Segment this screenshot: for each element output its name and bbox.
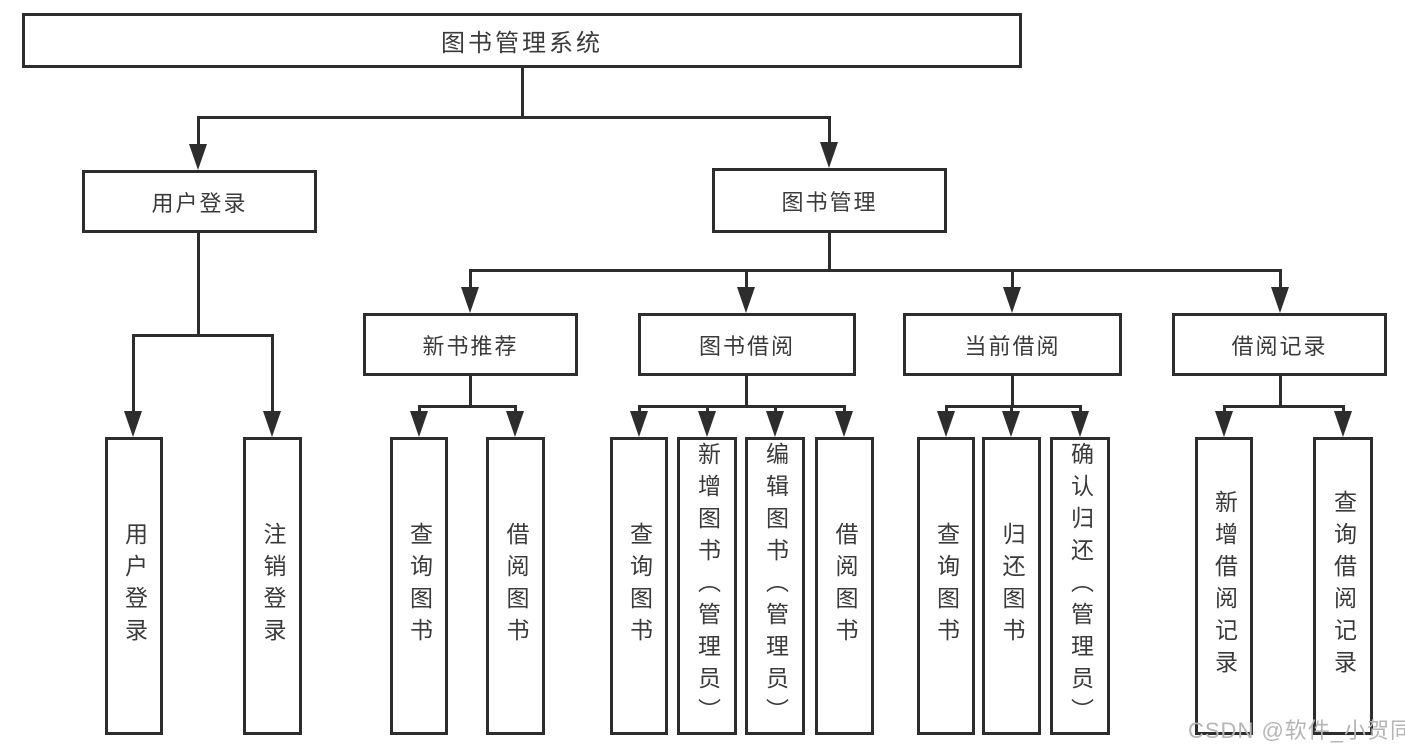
connector-line <box>827 233 831 272</box>
connector-line <box>744 269 748 292</box>
arrow-down-icon <box>1271 287 1289 313</box>
node-label: 新增图书（管理员） <box>694 442 721 730</box>
connector-line <box>196 233 200 337</box>
node-label: 借阅图书 <box>832 522 858 650</box>
connector-line <box>638 404 845 408</box>
node-label: 注销登录 <box>260 522 286 650</box>
node-leaf-user-login: 用户登录 <box>105 437 163 735</box>
node-leaf-add-borrow-record: 新增借阅记录 <box>1195 437 1253 735</box>
node-label: 当前借阅 <box>964 333 1061 359</box>
arrow-down-icon <box>461 287 479 313</box>
node-book-management: 图书管理 <box>712 168 947 233</box>
node-leaf-edit-books-admin: 编辑图书（管理员） <box>745 437 805 735</box>
node-leaf-add-books-admin: 新增图书（管理员） <box>677 437 737 735</box>
node-label: 图书借阅 <box>698 333 795 359</box>
arrow-down-icon <box>1334 411 1352 437</box>
arrow-down-icon <box>189 144 207 170</box>
connector-line <box>1010 376 1014 407</box>
node-label: 图书管理系统 <box>441 30 603 57</box>
node-leaf-confirm-return-admin: 确认归还（管理员） <box>1050 437 1110 735</box>
connector-line <box>417 405 421 416</box>
connector-line <box>418 404 516 408</box>
node-leaf-query-books-current: 查询图书 <box>917 437 975 735</box>
connector-line <box>827 116 831 148</box>
node-leaf-return-books: 归还图书 <box>982 437 1041 735</box>
connector-line <box>131 334 135 416</box>
arrow-down-icon <box>820 142 838 168</box>
arrow-down-icon <box>1215 411 1233 437</box>
arrow-down-icon <box>410 411 428 437</box>
arrow-down-icon <box>698 411 716 437</box>
node-label: 新书推荐 <box>422 333 519 359</box>
node-leaf-borrow-books: 借阅图书 <box>815 437 874 735</box>
arrow-down-icon <box>263 411 281 437</box>
connector-line <box>270 334 274 416</box>
node-label: 用户登录 <box>121 522 148 650</box>
connector-line <box>744 376 748 407</box>
connector-line <box>513 405 517 416</box>
node-label: 图书管理 <box>781 189 878 215</box>
node-user-login: 用户登录 <box>82 170 317 233</box>
node-label: 归还图书 <box>999 522 1025 650</box>
node-leaf-logout: 注销登录 <box>243 437 302 735</box>
arrow-down-icon <box>506 411 524 437</box>
connector-line <box>944 405 948 416</box>
arrow-down-icon <box>937 411 955 437</box>
node-label: 新增借阅记录 <box>1211 490 1238 682</box>
node-new-book-recommendation: 新书推荐 <box>363 313 578 376</box>
node-label: 查询借阅记录 <box>1330 490 1357 682</box>
connector-line <box>197 115 830 119</box>
arrow-down-icon <box>737 287 755 313</box>
arrow-down-icon <box>766 411 784 437</box>
connector-line <box>1078 405 1082 416</box>
node-label: 借阅图书 <box>503 522 529 650</box>
arrow-down-icon <box>1002 411 1020 437</box>
connector-line <box>1341 405 1345 416</box>
node-label: 确认归还（管理员） <box>1067 442 1094 730</box>
node-label: 查询图书 <box>406 522 433 650</box>
connector-line <box>1278 376 1282 407</box>
node-root: 图书管理系统 <box>22 13 1022 68</box>
connector-line <box>1278 269 1282 292</box>
connector-line <box>1009 405 1013 416</box>
connector-line <box>468 376 472 407</box>
node-label: 借阅记录 <box>1231 333 1328 359</box>
node-current-borrowing: 当前借阅 <box>903 313 1122 376</box>
node-leaf-query-borrow-record: 查询借阅记录 <box>1313 437 1373 735</box>
connector-line <box>773 405 777 416</box>
arrow-down-icon <box>1071 411 1089 437</box>
node-leaf-query-books-recommend: 查询图书 <box>390 437 448 735</box>
node-label: 用户登录 <box>151 190 248 216</box>
node-label: 查询图书 <box>626 522 653 650</box>
connector-line <box>196 116 200 150</box>
arrow-down-icon <box>630 411 648 437</box>
connector-line <box>842 405 846 416</box>
connector-line <box>637 405 641 416</box>
connector-line <box>1222 405 1226 416</box>
arrow-down-icon <box>835 411 853 437</box>
connector-line <box>132 333 273 337</box>
connector-line <box>469 268 1281 272</box>
connector-line <box>1010 269 1014 292</box>
connector-line <box>1223 404 1344 408</box>
arrow-down-icon <box>1003 287 1021 313</box>
watermark: CSDN @软件_小贺同学 <box>1188 718 1405 743</box>
node-book-borrowing: 图书借阅 <box>638 313 856 376</box>
connector-line <box>468 269 472 292</box>
node-leaf-borrow-books-recommend: 借阅图书 <box>486 437 545 735</box>
node-label: 编辑图书（管理员） <box>762 442 789 730</box>
connector-line <box>705 405 709 416</box>
arrow-down-icon <box>124 411 142 437</box>
node-label: 查询图书 <box>933 522 960 650</box>
connector-line <box>520 68 524 118</box>
node-leaf-query-books-borrow: 查询图书 <box>610 437 668 735</box>
node-borrowing-records: 借阅记录 <box>1172 313 1387 376</box>
